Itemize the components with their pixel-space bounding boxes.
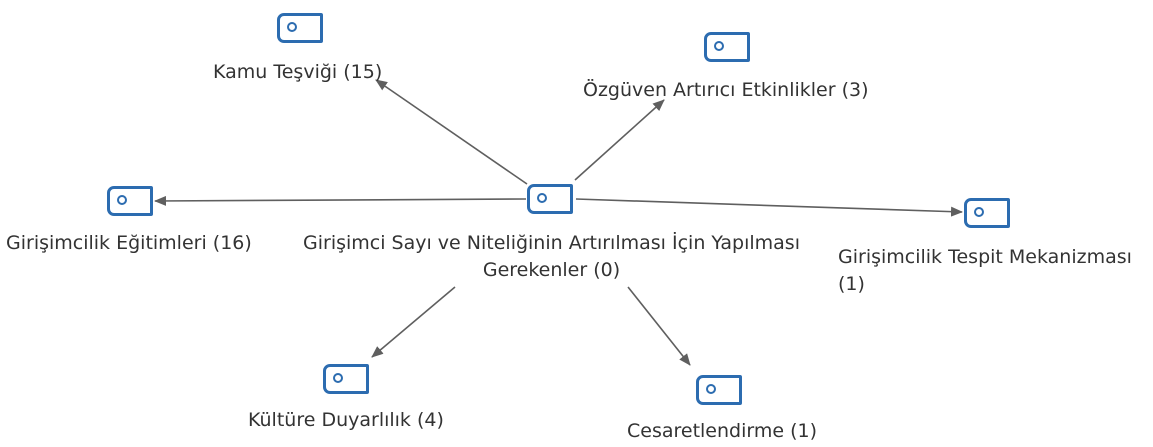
code-icon [277, 13, 323, 43]
center-label-line1: Girişimci Sayı ve Niteliğinin Artırılmas… [303, 232, 800, 254]
code-icon [323, 364, 369, 394]
edge-center-to-ozguven [574, 99, 665, 181]
node-label: Girişimcilik Eğitimleri (16) [6, 232, 252, 254]
center-label-line2: Gerekenler (0) [482, 259, 621, 281]
node-label-line1: Girişimcilik Tespit Mekanizması [838, 246, 1132, 268]
code-icon [527, 184, 573, 214]
edge-center-to-kultur [371, 286, 456, 358]
node-label-line2: (1) [838, 273, 865, 295]
code-icon [107, 186, 153, 216]
edge-center-to-cesaret [627, 286, 691, 366]
node-label: Kültüre Duyarlılık (4) [248, 409, 444, 431]
code-icon [704, 32, 750, 62]
node-label: Cesaretlendirme (1) [627, 420, 818, 442]
edge-center-to-kamu [375, 79, 528, 185]
edge-center-to-tespit [575, 198, 963, 217]
edge-center-to-egitim [154, 195, 527, 206]
code-icon [964, 198, 1010, 228]
node-label: Özgüven Artırıcı Etkinlikler (3) [583, 79, 869, 101]
node-label: Kamu Teşviği (15) [213, 61, 383, 83]
code-icon [696, 375, 742, 405]
